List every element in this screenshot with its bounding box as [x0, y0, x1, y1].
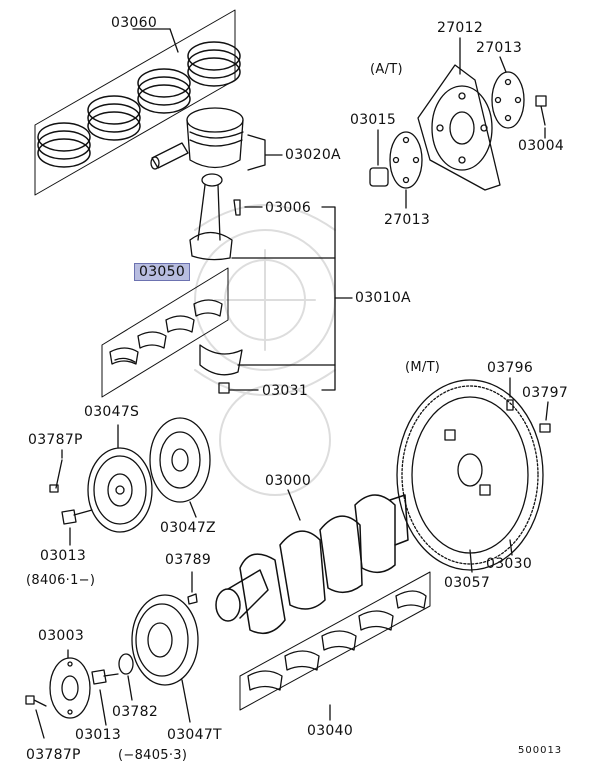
- key: [187, 593, 198, 605]
- rod-cap: [199, 344, 243, 376]
- label-03047z[interactable]: 03047Z: [160, 520, 216, 536]
- date-range-to: (−8405·3): [118, 748, 188, 763]
- label-03789[interactable]: 03789: [165, 552, 212, 568]
- rod-bearing-set: [101, 267, 229, 398]
- watermark-emblem: [194, 204, 336, 496]
- label-03787p-lower[interactable]: 03787P: [26, 747, 81, 763]
- label-03003[interactable]: 03003: [38, 628, 85, 644]
- crankshaft-pulley-s: [87, 447, 153, 533]
- label-03060[interactable]: 03060: [111, 15, 158, 31]
- label-mt-variant: (M/T): [405, 360, 441, 375]
- drive-plate: [417, 64, 501, 191]
- label-03013-lower[interactable]: 03013: [75, 727, 122, 743]
- label-27013-lower[interactable]: 27013: [384, 212, 431, 228]
- adapter-plate-front: [389, 131, 423, 189]
- label-03000[interactable]: 03000: [265, 473, 312, 489]
- pulley-bolt-upper: [49, 459, 63, 493]
- drive-plate-bolt: [535, 95, 547, 126]
- label-03004[interactable]: 03004: [518, 138, 565, 154]
- crankshaft-pulley-z: [149, 417, 211, 503]
- label-03047t[interactable]: 03047T: [167, 727, 222, 743]
- label-27012[interactable]: 27012: [437, 20, 484, 36]
- main-bearing-set: [239, 571, 431, 711]
- pilot-bushing: [369, 167, 389, 187]
- label-03031[interactable]: 03031: [262, 383, 309, 399]
- flywheel-bolt-pin: [506, 399, 514, 411]
- label-27013-upper[interactable]: 27013: [476, 40, 523, 56]
- flywheel-bolt: [539, 423, 551, 433]
- crankshaft: [215, 494, 409, 635]
- label-03030[interactable]: 03030: [486, 556, 533, 572]
- hub-bolt-lower: [25, 695, 47, 707]
- hub-bolt: [91, 669, 119, 685]
- label-03006[interactable]: 03006: [265, 200, 312, 216]
- label-03010a[interactable]: 03010A: [355, 290, 411, 306]
- piston-ring-set: [34, 9, 241, 196]
- date-range-from: (8406·1−): [26, 573, 96, 588]
- label-03050-highlighted[interactable]: 03050: [134, 263, 191, 281]
- label-at-variant: (A/T): [370, 62, 403, 77]
- label-03787p-upper[interactable]: 03787P: [28, 432, 83, 448]
- adapter-plate-rear: [491, 71, 525, 129]
- rod-nut: [218, 382, 230, 394]
- washer: [118, 653, 134, 675]
- label-03020a[interactable]: 03020A: [285, 147, 341, 163]
- label-03797[interactable]: 03797: [522, 385, 569, 401]
- connecting-rod: [189, 173, 241, 261]
- flywheel: [396, 379, 544, 571]
- label-03047s[interactable]: 03047S: [84, 404, 140, 420]
- crank-bolt-left: [61, 509, 93, 525]
- piston-and-pin: [150, 107, 244, 170]
- label-03013-upper[interactable]: 03013: [40, 548, 87, 564]
- diagram-id: 500013: [518, 745, 563, 756]
- label-03040[interactable]: 03040: [307, 723, 354, 739]
- label-03015[interactable]: 03015: [350, 112, 397, 128]
- label-03057[interactable]: 03057: [444, 575, 491, 591]
- label-03796[interactable]: 03796: [487, 360, 534, 376]
- crankshaft-pulley-t: [131, 594, 199, 686]
- crankshaft-hub: [49, 657, 91, 719]
- label-03782[interactable]: 03782: [112, 704, 159, 720]
